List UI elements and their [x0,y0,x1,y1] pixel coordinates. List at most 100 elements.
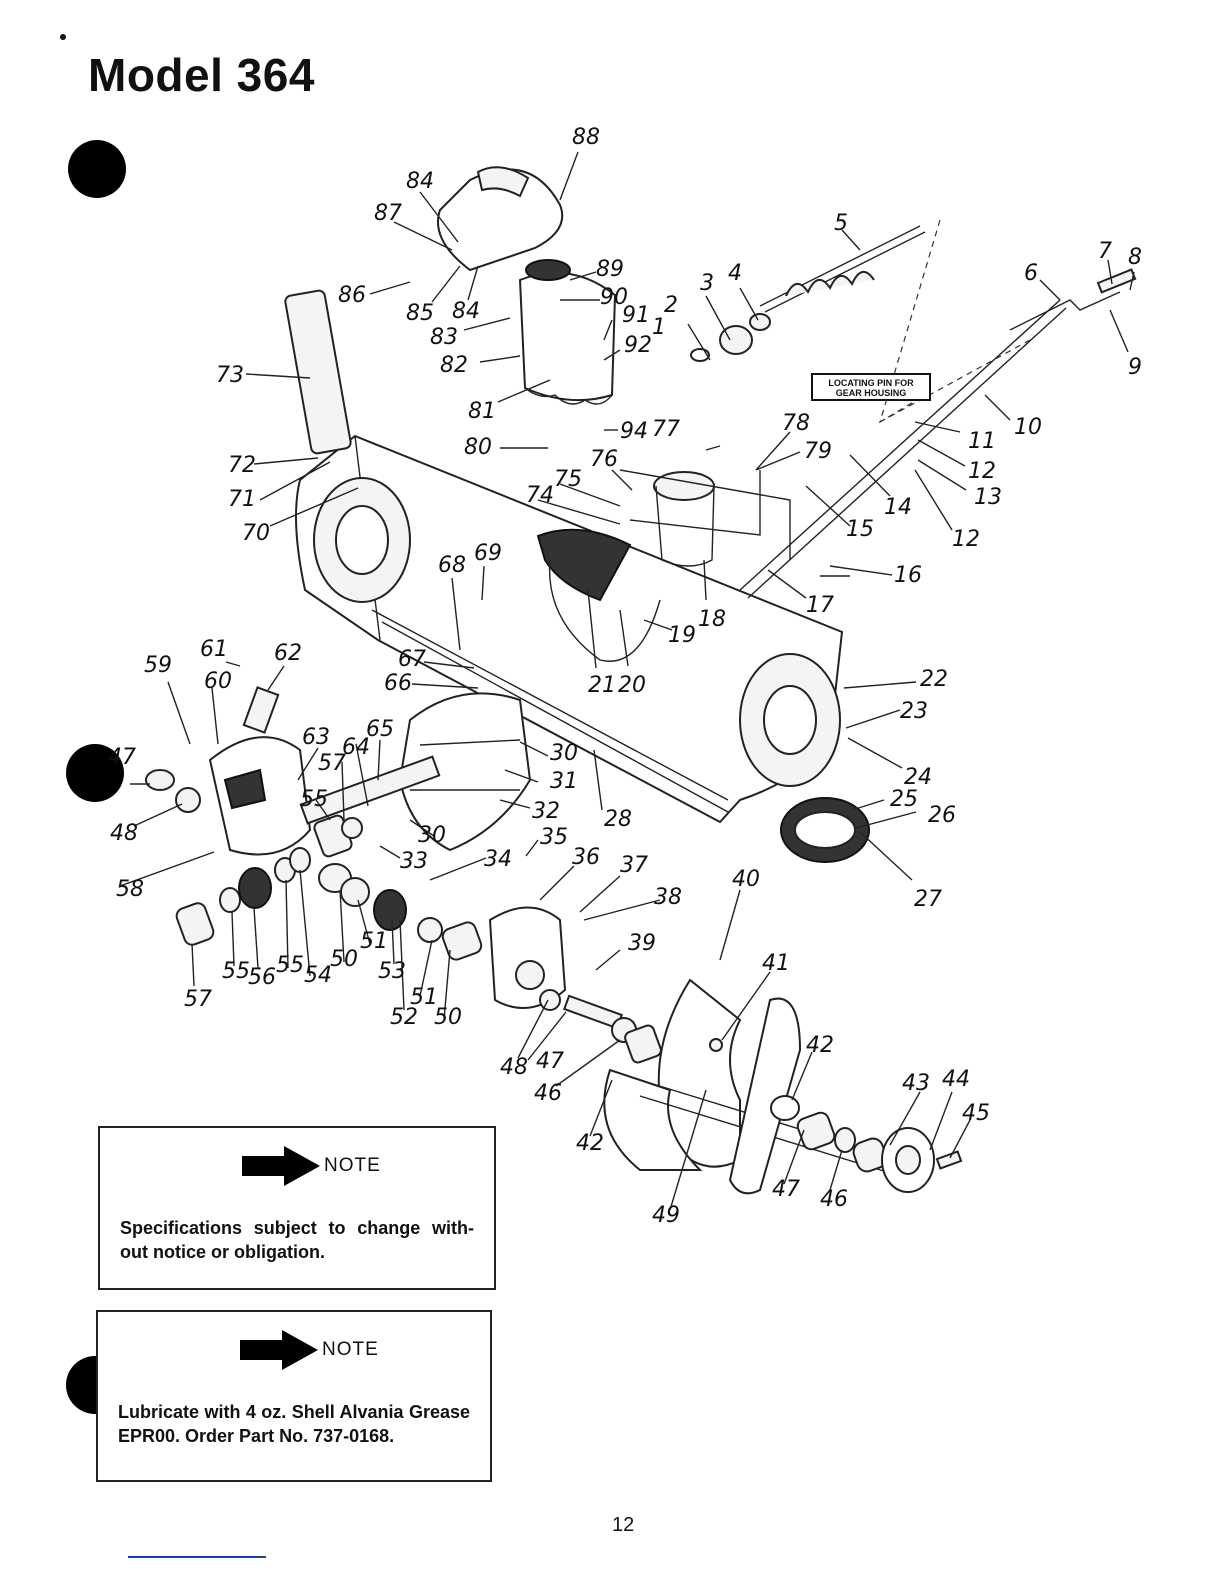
callout-65: 65 [366,717,394,742]
callout-11: 11 [968,429,996,454]
callout-46a: 46 [534,1081,562,1106]
callout-76: 76 [590,447,618,472]
callout-87: 87 [374,201,402,226]
crank-rod [690,219,1137,599]
auger-housing [295,434,844,824]
callout-53: 53 [378,959,406,984]
callout-36: 36 [572,845,600,870]
callout-13: 13 [974,485,1002,510]
callout-22: 22 [920,667,948,692]
impeller [299,692,532,852]
callout-46b: 46 [820,1187,848,1212]
callout-20: 20 [618,673,646,698]
binder-hole-top [68,140,126,198]
callout-42a: 42 [806,1033,834,1058]
left-gear-housing [145,686,312,856]
callout-84a: 84 [406,169,434,194]
note-header: NOTE [242,1146,474,1186]
callout-31: 31 [550,769,578,794]
note-lubrication: NOTE Lubricate with 4 oz. Shell Alvania … [96,1310,492,1482]
callout-19: 19 [668,623,696,648]
callout-51a: 51 [360,929,388,954]
callout-55c: 55 [300,787,328,812]
callout-47c: 47 [108,745,136,770]
callout-8: 8 [1128,245,1142,270]
callout-34: 34 [484,847,512,872]
callout-10: 10 [1014,415,1042,440]
note-title: NOTE [324,1155,381,1176]
callout-5: 5 [834,211,848,236]
binder-hole-middle [66,744,124,802]
callout-82: 82 [440,353,468,378]
callout-42b: 42 [576,1131,604,1156]
leader-lines [119,151,1135,1211]
bottom-rule [128,1556,266,1558]
locating-pin-label-line1: LOCATING PIN FOR [828,378,914,388]
callout-79: 79 [804,439,832,464]
note-text: Lubricate with 4 oz. Shell Alvania Greas… [118,1402,470,1446]
callout-92: 92 [624,333,652,358]
callout-16: 16 [894,563,922,588]
margin-dot [60,34,66,40]
callout-25: 25 [890,787,918,812]
callout-48b: 48 [500,1055,528,1080]
callout-80: 80 [464,435,492,460]
callout-40: 40 [732,867,760,892]
callout-2: 2 [664,293,678,318]
callout-83: 83 [430,325,458,350]
callout-88: 88 [572,125,600,150]
callout-85: 85 [406,301,434,326]
callout-89: 89 [596,257,624,282]
callout-38: 38 [654,885,682,910]
right-arrow-icon [240,1330,318,1370]
callout-63: 63 [302,725,330,750]
callout-55b: 55 [276,953,304,978]
callout-67: 67 [398,647,426,672]
callout-77: 77 [652,417,680,442]
callout-24: 24 [904,765,932,790]
callout-52: 52 [390,1005,418,1030]
callout-74: 74 [526,483,554,508]
page-title: Model 364 [88,49,315,101]
note-specifications: NOTE Specifications subject to change wi… [98,1126,496,1290]
callout-23: 23 [900,699,928,724]
support-frame [284,289,870,863]
callout-84b: 84 [452,299,480,324]
callout-59: 59 [144,653,172,678]
callout-54: 54 [304,963,332,988]
callout-57b: 57 [318,751,346,776]
callout-90: 90 [600,285,628,310]
callout-75: 75 [554,467,582,492]
callout-43: 43 [902,1071,930,1096]
callout-66: 66 [384,671,412,696]
callout-33: 33 [400,849,428,874]
note-title: NOTE [322,1339,379,1360]
callout-12a: 12 [968,459,996,484]
callout-26: 26 [928,803,956,828]
note-text: Specifications subject to change with-ou… [120,1218,474,1262]
callout-49: 49 [652,1203,680,1228]
right-arrow-icon [242,1146,320,1186]
callout-32: 32 [532,799,560,824]
callout-30b: 30 [418,823,446,848]
callout-50a: 50 [330,947,358,972]
callout-55a: 55 [222,959,250,984]
callout-78: 78 [782,411,810,436]
callout-30a: 30 [550,741,578,766]
callout-15: 15 [846,517,874,542]
callout-39: 39 [628,931,656,956]
callout-47b: 47 [772,1177,800,1202]
callout-28: 28 [604,807,632,832]
callout-62: 62 [274,641,302,666]
callout-48a: 48 [110,821,138,846]
callout-37: 37 [620,853,648,878]
callout-17: 17 [806,593,834,618]
callout-60: 60 [204,669,232,694]
callout-81: 81 [468,399,496,424]
callout-21: 21 [588,673,616,698]
callout-45: 45 [962,1101,990,1126]
callout-69: 69 [474,541,502,566]
callout-4: 4 [728,261,742,286]
callout-27: 27 [914,887,942,912]
callout-51b: 51 [410,985,438,1010]
